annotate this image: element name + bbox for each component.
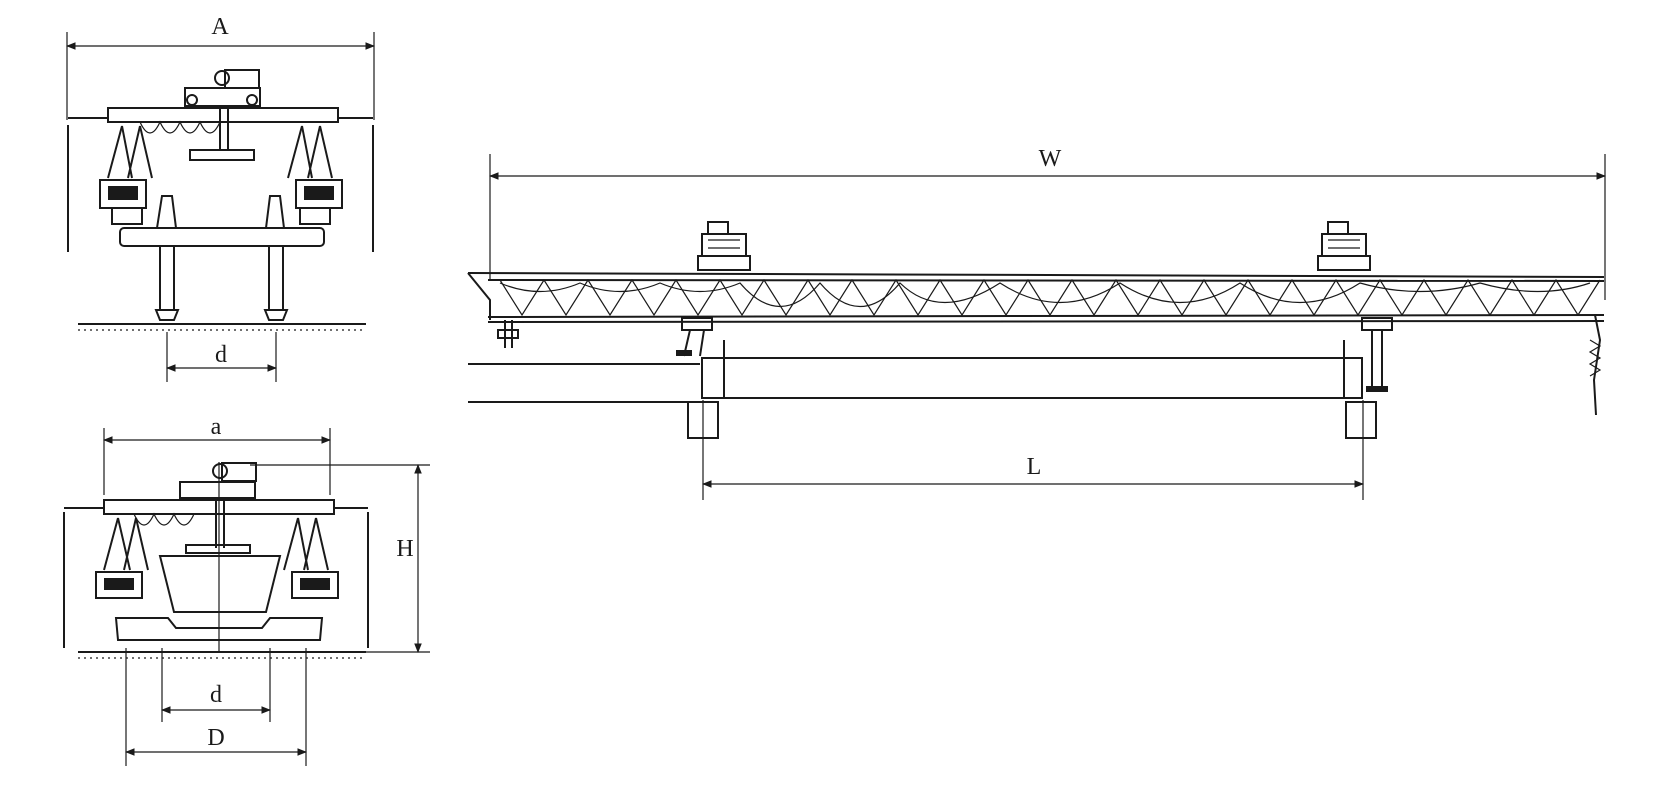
box-girder-section xyxy=(158,555,282,613)
dimension-label-H: H xyxy=(396,536,413,562)
pier-right xyxy=(1345,401,1377,439)
hook-spreader xyxy=(189,149,255,161)
lower-crossbeam xyxy=(119,227,325,247)
support-leg-right xyxy=(268,245,284,311)
end-view-empty: A xyxy=(66,14,375,382)
dimension-label-d-bottom: d xyxy=(210,682,222,708)
trolley-right xyxy=(1317,221,1371,271)
trolley-left xyxy=(697,221,751,271)
dimension-label-A: A xyxy=(211,14,229,40)
dimension-label-L: L xyxy=(1027,454,1042,480)
support-leg-left-elevation xyxy=(676,317,725,398)
support-leg-left xyxy=(159,245,175,311)
bridge-deck xyxy=(468,357,1363,403)
side-elevation: W xyxy=(467,146,1606,500)
end-view-loaded: a H xyxy=(63,414,430,766)
trolley xyxy=(184,87,261,107)
dimension-label-W: W xyxy=(1039,146,1062,172)
dimension-label-d-top: d xyxy=(215,342,227,368)
truss-main-girder xyxy=(467,272,1605,323)
dimension-label-D: D xyxy=(207,725,224,751)
girder-beam xyxy=(701,357,1363,399)
dimension-label-a: a xyxy=(211,414,222,440)
support-leg-right-elevation xyxy=(1343,317,1393,398)
top-crossbeam xyxy=(107,107,339,123)
